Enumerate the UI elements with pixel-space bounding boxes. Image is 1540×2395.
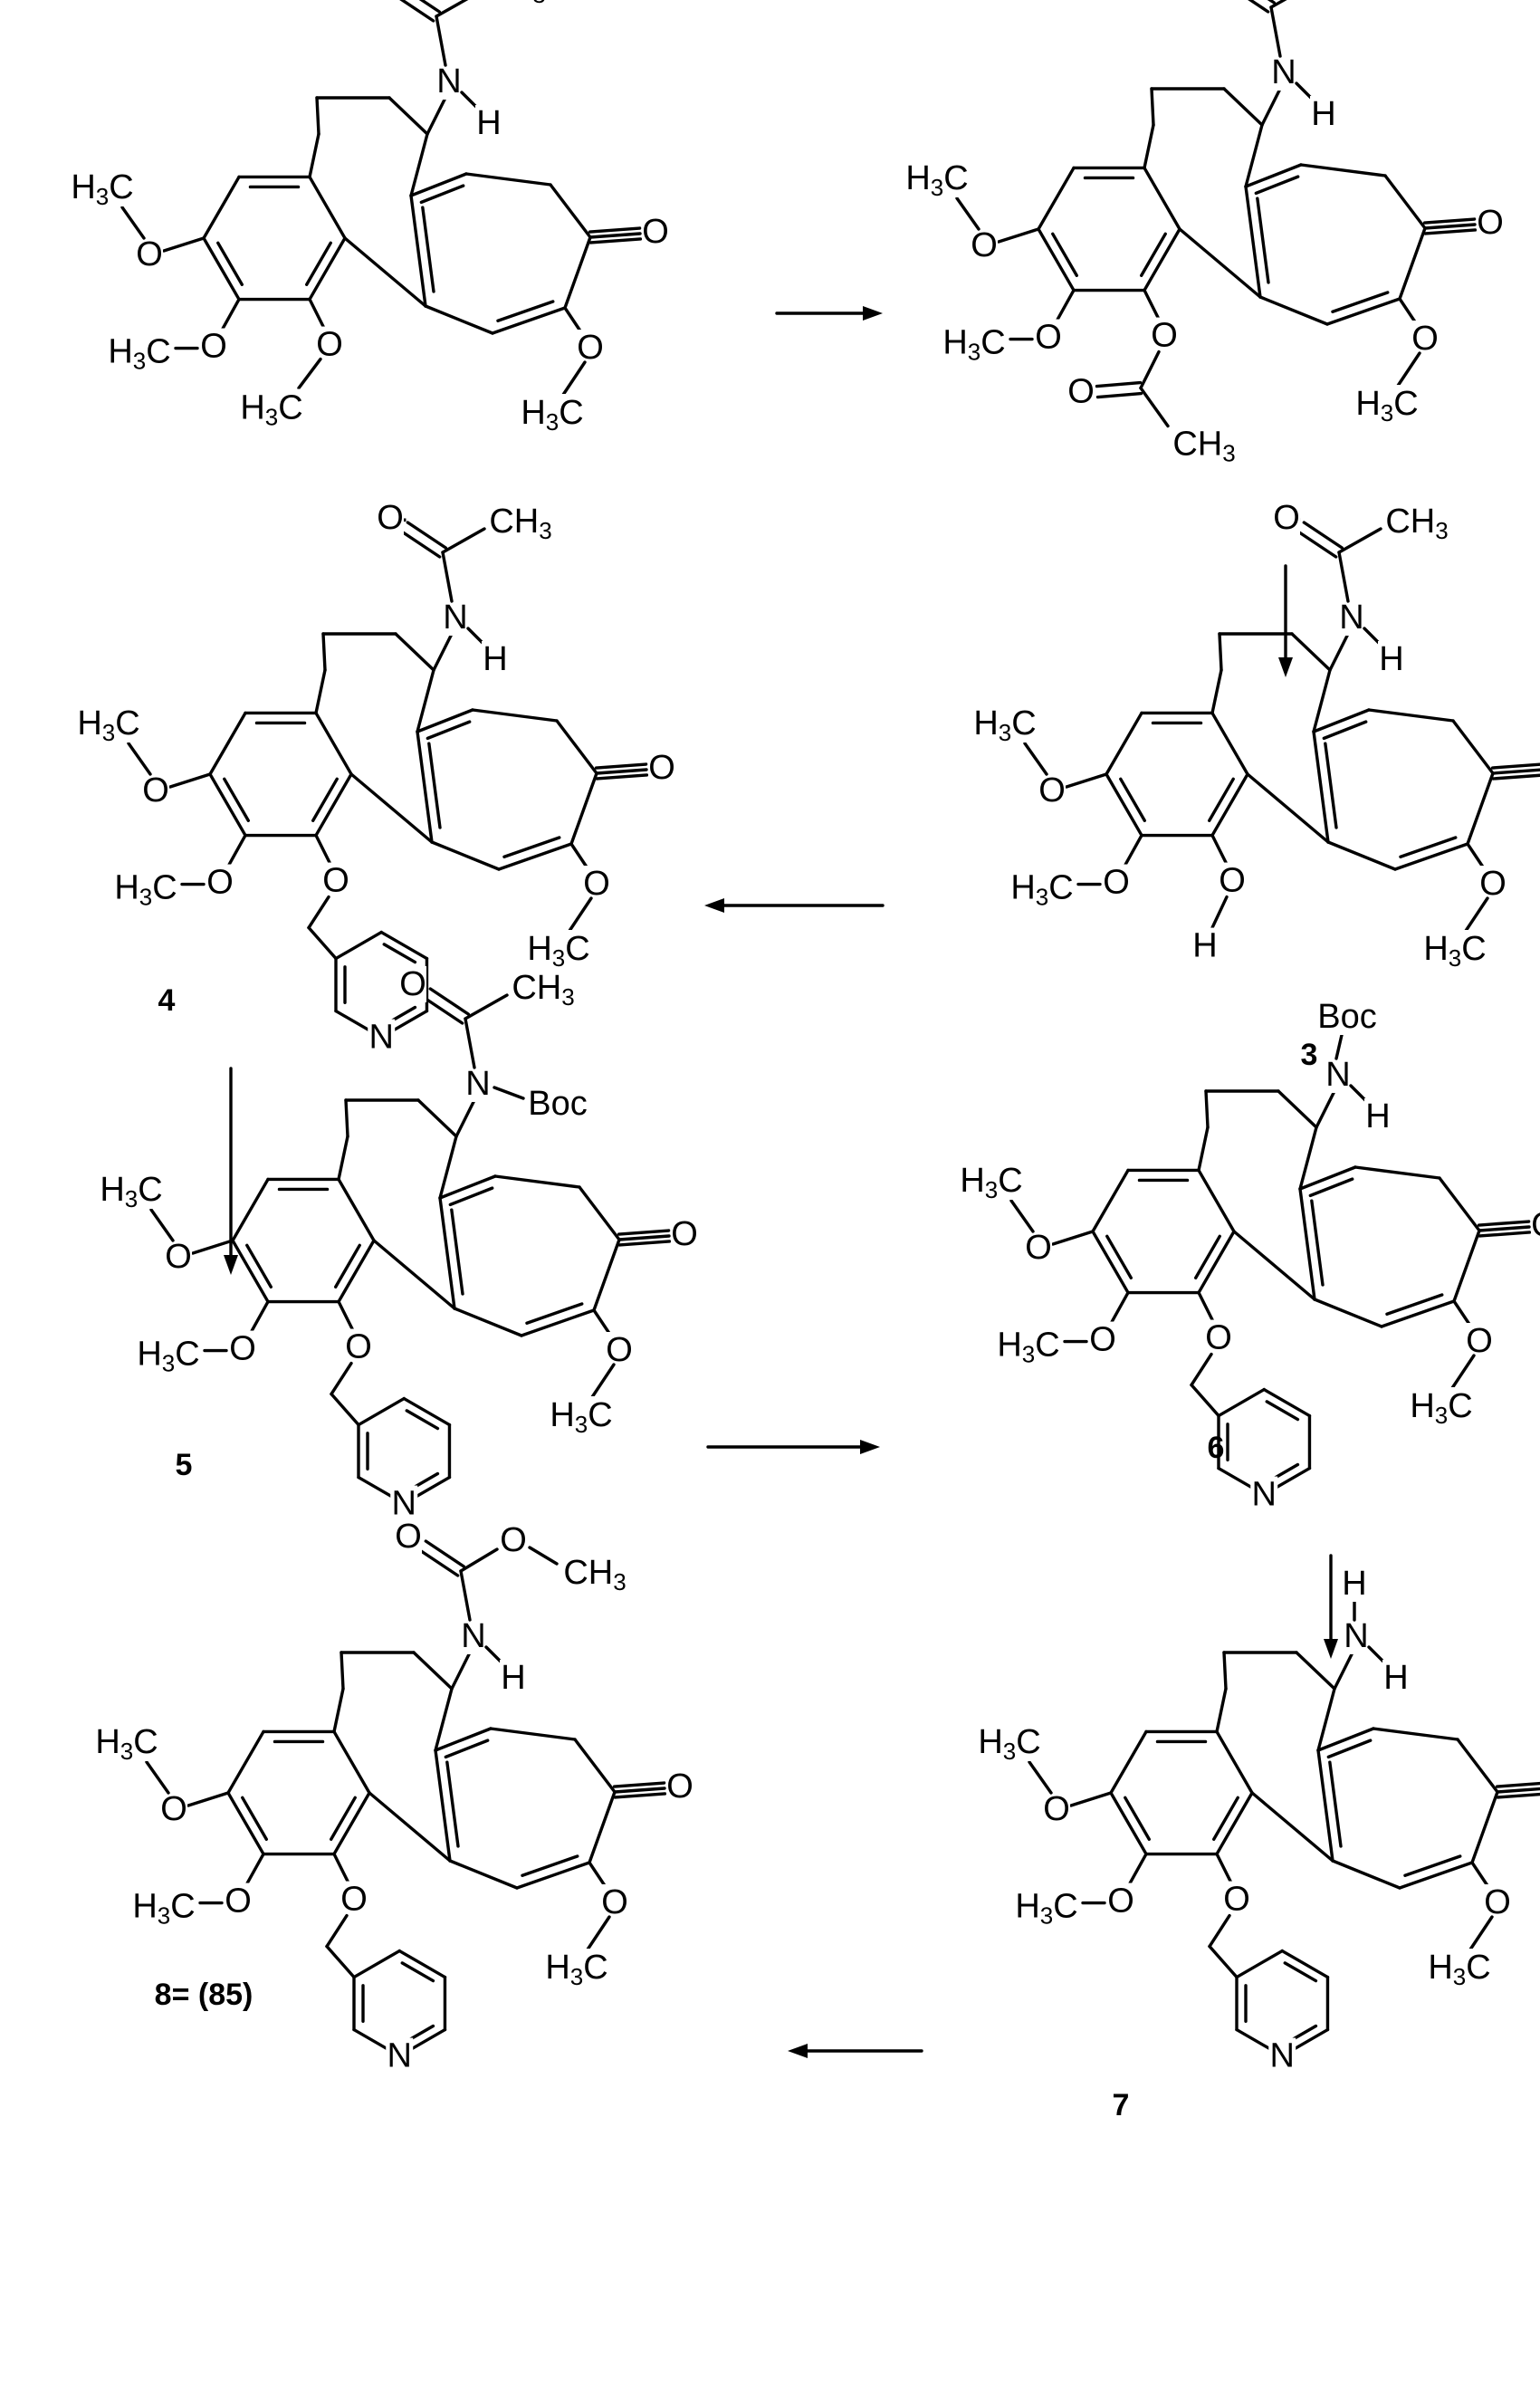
methoxy-oxygen: O (1466, 1322, 1493, 1360)
pyridine-nitrogen: N (387, 2037, 412, 2075)
compound-3: OOH3COH3COH3COHNOCH3H3 (972, 499, 1540, 1072)
methoxy-oxygen: O (200, 328, 227, 366)
amide-nitrogen: N (1271, 53, 1296, 91)
compound-885: OOH3COH3COH3CONNOOCH3H8= (85) (94, 1518, 693, 2075)
compound-5: OOH3COH3COH3CONNOCH3Boc5 (99, 965, 698, 1523)
ch3-label: CH3 (483, 0, 545, 8)
methoxy-oxygen: O (1103, 864, 1130, 902)
aryl-oxygen: O (322, 862, 349, 900)
amine-hydrogen: H (1383, 1659, 1408, 1697)
arrowhead (788, 2044, 808, 2058)
aryl-oxygen: O (1219, 862, 1246, 900)
amide-nitrogen: N (465, 1065, 490, 1103)
methoxy-oxygen: O (1107, 1882, 1134, 1921)
amide-nitrogen: N (461, 1617, 485, 1655)
compound-4: OOH3COH3COH3CONNOCH3H4 (76, 499, 675, 1057)
ester-oxygen: O (500, 1521, 527, 1559)
arrowhead (704, 898, 724, 913)
reaction-arrow (708, 1440, 880, 1454)
reaction-arrow (788, 2044, 922, 2058)
boc-label: Boc (1317, 998, 1376, 1036)
amide-hydrogen: H (501, 1659, 525, 1697)
carbonyl-oxygen: O (377, 499, 404, 537)
compound-7: OOH3COH3COH3CONNHH7 (977, 1565, 1540, 2122)
boc-label: Boc (528, 1085, 587, 1123)
reaction-arrow (777, 306, 883, 321)
pyridine-nitrogen: N (1252, 1476, 1277, 1514)
methoxy-oxygen: O (1089, 1321, 1116, 1359)
aryl-oxygen: O (1223, 1881, 1250, 1919)
carbonyl-oxygen: O (666, 1768, 693, 1806)
arrowhead (1278, 657, 1293, 677)
carbonyl-oxygen: O (399, 965, 426, 1003)
amide-hydrogen: H (483, 640, 507, 678)
methoxy-oxygen: O (206, 864, 234, 902)
compound-number: 6 (1208, 1431, 1225, 1465)
methoxy-oxygen: O (1484, 1883, 1511, 1921)
methoxy-oxygen: O (1035, 319, 1062, 357)
methoxy-oxygen: O (1411, 320, 1439, 358)
methoxy-oxygen: O (1479, 865, 1507, 903)
methoxy-oxygen: O (601, 1883, 628, 1921)
aryl-oxygen: O (345, 1328, 372, 1366)
methoxy-oxygen: O (971, 226, 998, 264)
methoxy-oxygen: O (1038, 771, 1066, 810)
pyridine-nitrogen: N (1270, 2037, 1295, 2075)
methoxy-oxygen: O (160, 1790, 187, 1828)
compound-number: 5 (176, 1448, 193, 1482)
carbonyl-oxygen: O (395, 1518, 422, 1556)
arrowhead (1324, 1639, 1338, 1659)
carbonyl-oxygen: O (370, 0, 397, 1)
carbonyl-oxygen: O (642, 213, 669, 251)
amide-nitrogen: N (1344, 1617, 1368, 1655)
amine-hydrogen: H (1365, 1097, 1390, 1135)
reaction-arrow (1278, 566, 1293, 677)
compound-number: 3 (1301, 1038, 1318, 1072)
methoxy-oxygen: O (142, 771, 169, 810)
compound-2: OOH3COH3COH3COOCH3NOCH3H2 (904, 0, 1504, 529)
amide-nitrogen: N (436, 62, 461, 101)
methoxy-oxygen: O (225, 1882, 252, 1921)
carbonyl-oxygen: O (671, 1215, 698, 1253)
amide-nitrogen: N (1339, 599, 1363, 637)
carbonyl-oxygen: O (1273, 499, 1300, 537)
amide-hydrogen: H (1311, 95, 1335, 133)
methoxy-oxygen: O (1043, 1790, 1070, 1828)
aryl-oxygen: O (1205, 1319, 1232, 1357)
acetyl-oxygen: O (1067, 373, 1095, 411)
amide-nitrogen: N (443, 599, 467, 637)
methoxy-oxygen: O (606, 1331, 633, 1369)
compound-number: 4 (158, 983, 176, 1018)
compound-1: OOH3COH3COH3COH3CNOCH3H1 (70, 0, 669, 529)
amide-hydrogen: H (1379, 640, 1403, 678)
methoxy-oxygen: O (165, 1238, 192, 1276)
compound-number: 7 (1113, 2088, 1130, 2122)
methoxy-oxygen: O (583, 865, 610, 903)
methoxy-oxygen: O (1025, 1229, 1052, 1267)
reaction-arrow (704, 898, 883, 913)
amide-nitrogen: N (1325, 1056, 1350, 1094)
carbonyl-oxygen: O (1477, 204, 1504, 242)
amine-hydrogen: H (1342, 1565, 1366, 1603)
hydroxyl-hydrogen: H (1192, 927, 1217, 965)
methoxy-oxygen: O (229, 1330, 256, 1368)
aryl-oxygen: O (1151, 317, 1178, 355)
compound-number: 8= (85) (155, 1978, 253, 2012)
aryl-oxygen: O (340, 1881, 368, 1919)
arrowhead (860, 1440, 880, 1454)
arrowhead (224, 1255, 238, 1275)
reaction-arrow (1324, 1556, 1338, 1659)
methoxy-oxygen: O (136, 235, 163, 273)
pyridine-nitrogen: N (369, 1019, 394, 1057)
carbonyl-oxygen: O (1531, 1206, 1540, 1244)
amide-hydrogen: H (476, 104, 501, 142)
compound-6: OOH3COH3COH3CONNBocH6 (959, 998, 1540, 1514)
carbonyl-oxygen: O (648, 749, 675, 787)
methoxy-oxygen: O (577, 329, 604, 367)
arrowhead (863, 306, 883, 321)
